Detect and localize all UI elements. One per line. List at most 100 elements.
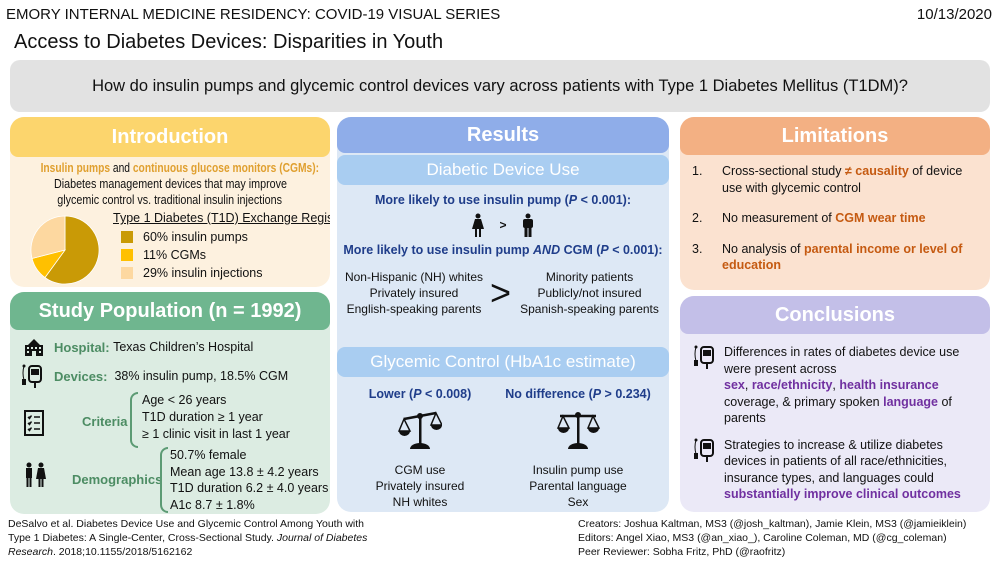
demographics-brace <box>160 447 168 513</box>
text: coverage, & primary spoken <box>724 394 884 409</box>
lower-item: Privately insured <box>375 479 465 493</box>
male-icon <box>522 213 533 237</box>
date: 10/13/2020 <box>916 6 992 23</box>
peer-reviewer: Peer Reviewer: Sobha Fritz, PhD (@raofri… <box>578 546 786 558</box>
demographics-item: Mean age 13.8 ± 4.2 years <box>170 464 319 479</box>
conclusion-item: Strategies to increase & utilize diabete… <box>680 427 990 503</box>
creators: Creators: Joshua Kaltman, MS3 (@josh_kal… <box>578 518 967 530</box>
legend-item: 11% CGMs <box>121 246 330 264</box>
item-number: 1. <box>692 164 703 178</box>
text: No analysis of <box>722 241 804 256</box>
legend-label: 29% insulin injections <box>143 266 263 280</box>
registry-label: Type 1 Diabetes (T1D) Exchange Registry: <box>113 211 330 225</box>
introduction-panel: Introduction Insulin pumps and continuou… <box>10 117 330 287</box>
group-item: Non-Hispanic (NH) whites <box>344 270 483 284</box>
highlight: sex <box>724 378 745 392</box>
limitation-item: 3.No analysis of parental income or leve… <box>692 241 978 274</box>
results-heading: Results <box>337 117 669 153</box>
editors: Editors: Angel Xiao, MS3 (@an_xiao_), Ca… <box>578 532 947 544</box>
demographics-item: 50.7% female <box>170 448 247 462</box>
tilted-scale-icon <box>397 411 444 449</box>
highlight: language <box>883 394 938 409</box>
family-icon <box>26 462 46 487</box>
text: < 0.001): <box>608 243 663 257</box>
series-title: EMORY INTERNAL MEDICINE RESIDENCY: COVID… <box>6 6 501 23</box>
p-label: P <box>413 387 422 401</box>
text: < 0.008) <box>421 387 472 401</box>
glycemic-control-subheading: Glycemic Control (HbA1c estimate) <box>337 347 669 377</box>
legend-label: 11% CGMs <box>143 248 206 262</box>
text: No difference ( <box>505 387 593 401</box>
glucose-meter-icon <box>22 364 42 388</box>
criteria-item: ≥ 1 clinic visit in last 1 year <box>142 427 290 441</box>
balanced-scale-icon <box>556 412 601 449</box>
demographics-item: A1c 8.7 ± 1.8% <box>170 497 255 512</box>
female-icon <box>472 213 485 237</box>
text: of device use with glycemic control <box>722 164 966 195</box>
criteria-brace <box>130 392 138 448</box>
highlight: ≠ causality <box>844 164 909 178</box>
hospital-value: Texas Children’s Hospital <box>113 340 254 354</box>
pie-slice-insulin-injections <box>30 215 66 259</box>
text: , <box>832 378 840 392</box>
demographics-item: T1D duration 6.2 ± 4.0 years <box>170 481 329 495</box>
intro-line-1: Insulin pumps and continuous glucose mon… <box>10 160 330 176</box>
text: More likely to use insulin pump ( <box>375 193 569 207</box>
criteria-label: Criteria <box>82 414 128 429</box>
hospital-row: Hospital: Texas Children’s Hospital <box>24 337 253 357</box>
text: Lower ( <box>368 387 414 401</box>
greater-than-large: > <box>489 272 512 313</box>
conclusions-panel: Conclusions Differences in rates of diab… <box>680 296 990 512</box>
devices-row: Devices: 38% insulin pump, 18.5% CGM <box>20 363 288 389</box>
group-item: Publicly/not insured <box>537 286 642 300</box>
p-label: P <box>600 243 609 257</box>
text: No measurement of <box>722 211 836 225</box>
p-label: P <box>568 193 578 207</box>
conclusion-item: Differences in rates of diabetes device … <box>680 334 990 427</box>
and-emphasis: AND <box>533 243 561 257</box>
no-difference-heading: No difference (P > 0.234) <box>487 387 669 401</box>
text: of parents <box>724 394 952 426</box>
journal-name: Journal of Diabetes Research <box>8 532 368 558</box>
text: More likely to use insulin pump <box>343 243 534 257</box>
intro-highlight-pumps: Insulin pumps <box>40 161 111 175</box>
p-label: P <box>592 387 602 401</box>
pie-slice-insulin-pumps <box>44 215 100 285</box>
lower-heading: Lower (P < 0.008) <box>337 387 503 401</box>
text: < 0.001): <box>577 193 631 207</box>
text: Strategies to increase & utilize diabete… <box>724 437 948 485</box>
text: , <box>744 378 752 392</box>
question-text: How do insulin pumps and glycemic contro… <box>92 76 908 95</box>
highlight: health insurance <box>839 378 939 392</box>
citation: DeSalvo et al. Diabetes Device Use and G… <box>8 517 368 559</box>
group-item: Privately insured <box>369 286 459 300</box>
item-number: 2. <box>692 211 703 225</box>
legend-label: 60% insulin pumps <box>143 230 248 244</box>
demographics-label: Demographics <box>72 472 163 487</box>
devices-label: Devices: <box>54 368 108 384</box>
item-number: 3. <box>692 241 703 256</box>
devices-value: 38% insulin pump, 18.5% CGM <box>114 369 289 383</box>
intro-line-2: Diabetes management devices that may imp… <box>53 177 287 191</box>
legend-swatch <box>121 231 133 243</box>
limitation-item: 2.No measurement of CGM wear time <box>692 210 978 227</box>
no-difference-item: Parental language <box>529 479 627 493</box>
text: Differences in rates of diabetes device … <box>724 345 960 376</box>
highlight: substantially improve clinical outcomes <box>724 487 961 501</box>
glucose-meter-icon <box>694 345 714 369</box>
intro-text: and <box>110 161 133 175</box>
legend-swatch <box>121 249 133 261</box>
legend-item: 60% insulin pumps <box>121 228 330 246</box>
limitations-heading: Limitations <box>680 117 990 155</box>
introduction-heading: Introduction <box>10 117 330 157</box>
study-population-panel: Study Population (n = 1992) Hospital: Te… <box>10 292 330 514</box>
citation-text: DeSalvo et al. Diabetes Device Use and G… <box>8 518 365 544</box>
no-difference-item: Insulin pump use <box>532 463 624 477</box>
hospital-icon <box>25 339 43 356</box>
criteria-item: T1D duration ≥ 1 year <box>142 410 263 424</box>
no-difference-item: Sex <box>567 495 589 509</box>
highlight: race/ethnicity <box>751 378 833 392</box>
citation-text: . 2018;10.1155/2018/5162162 <box>52 546 193 558</box>
greater-than: > <box>499 218 507 232</box>
group-item: Spanish-speaking parents <box>520 302 659 316</box>
